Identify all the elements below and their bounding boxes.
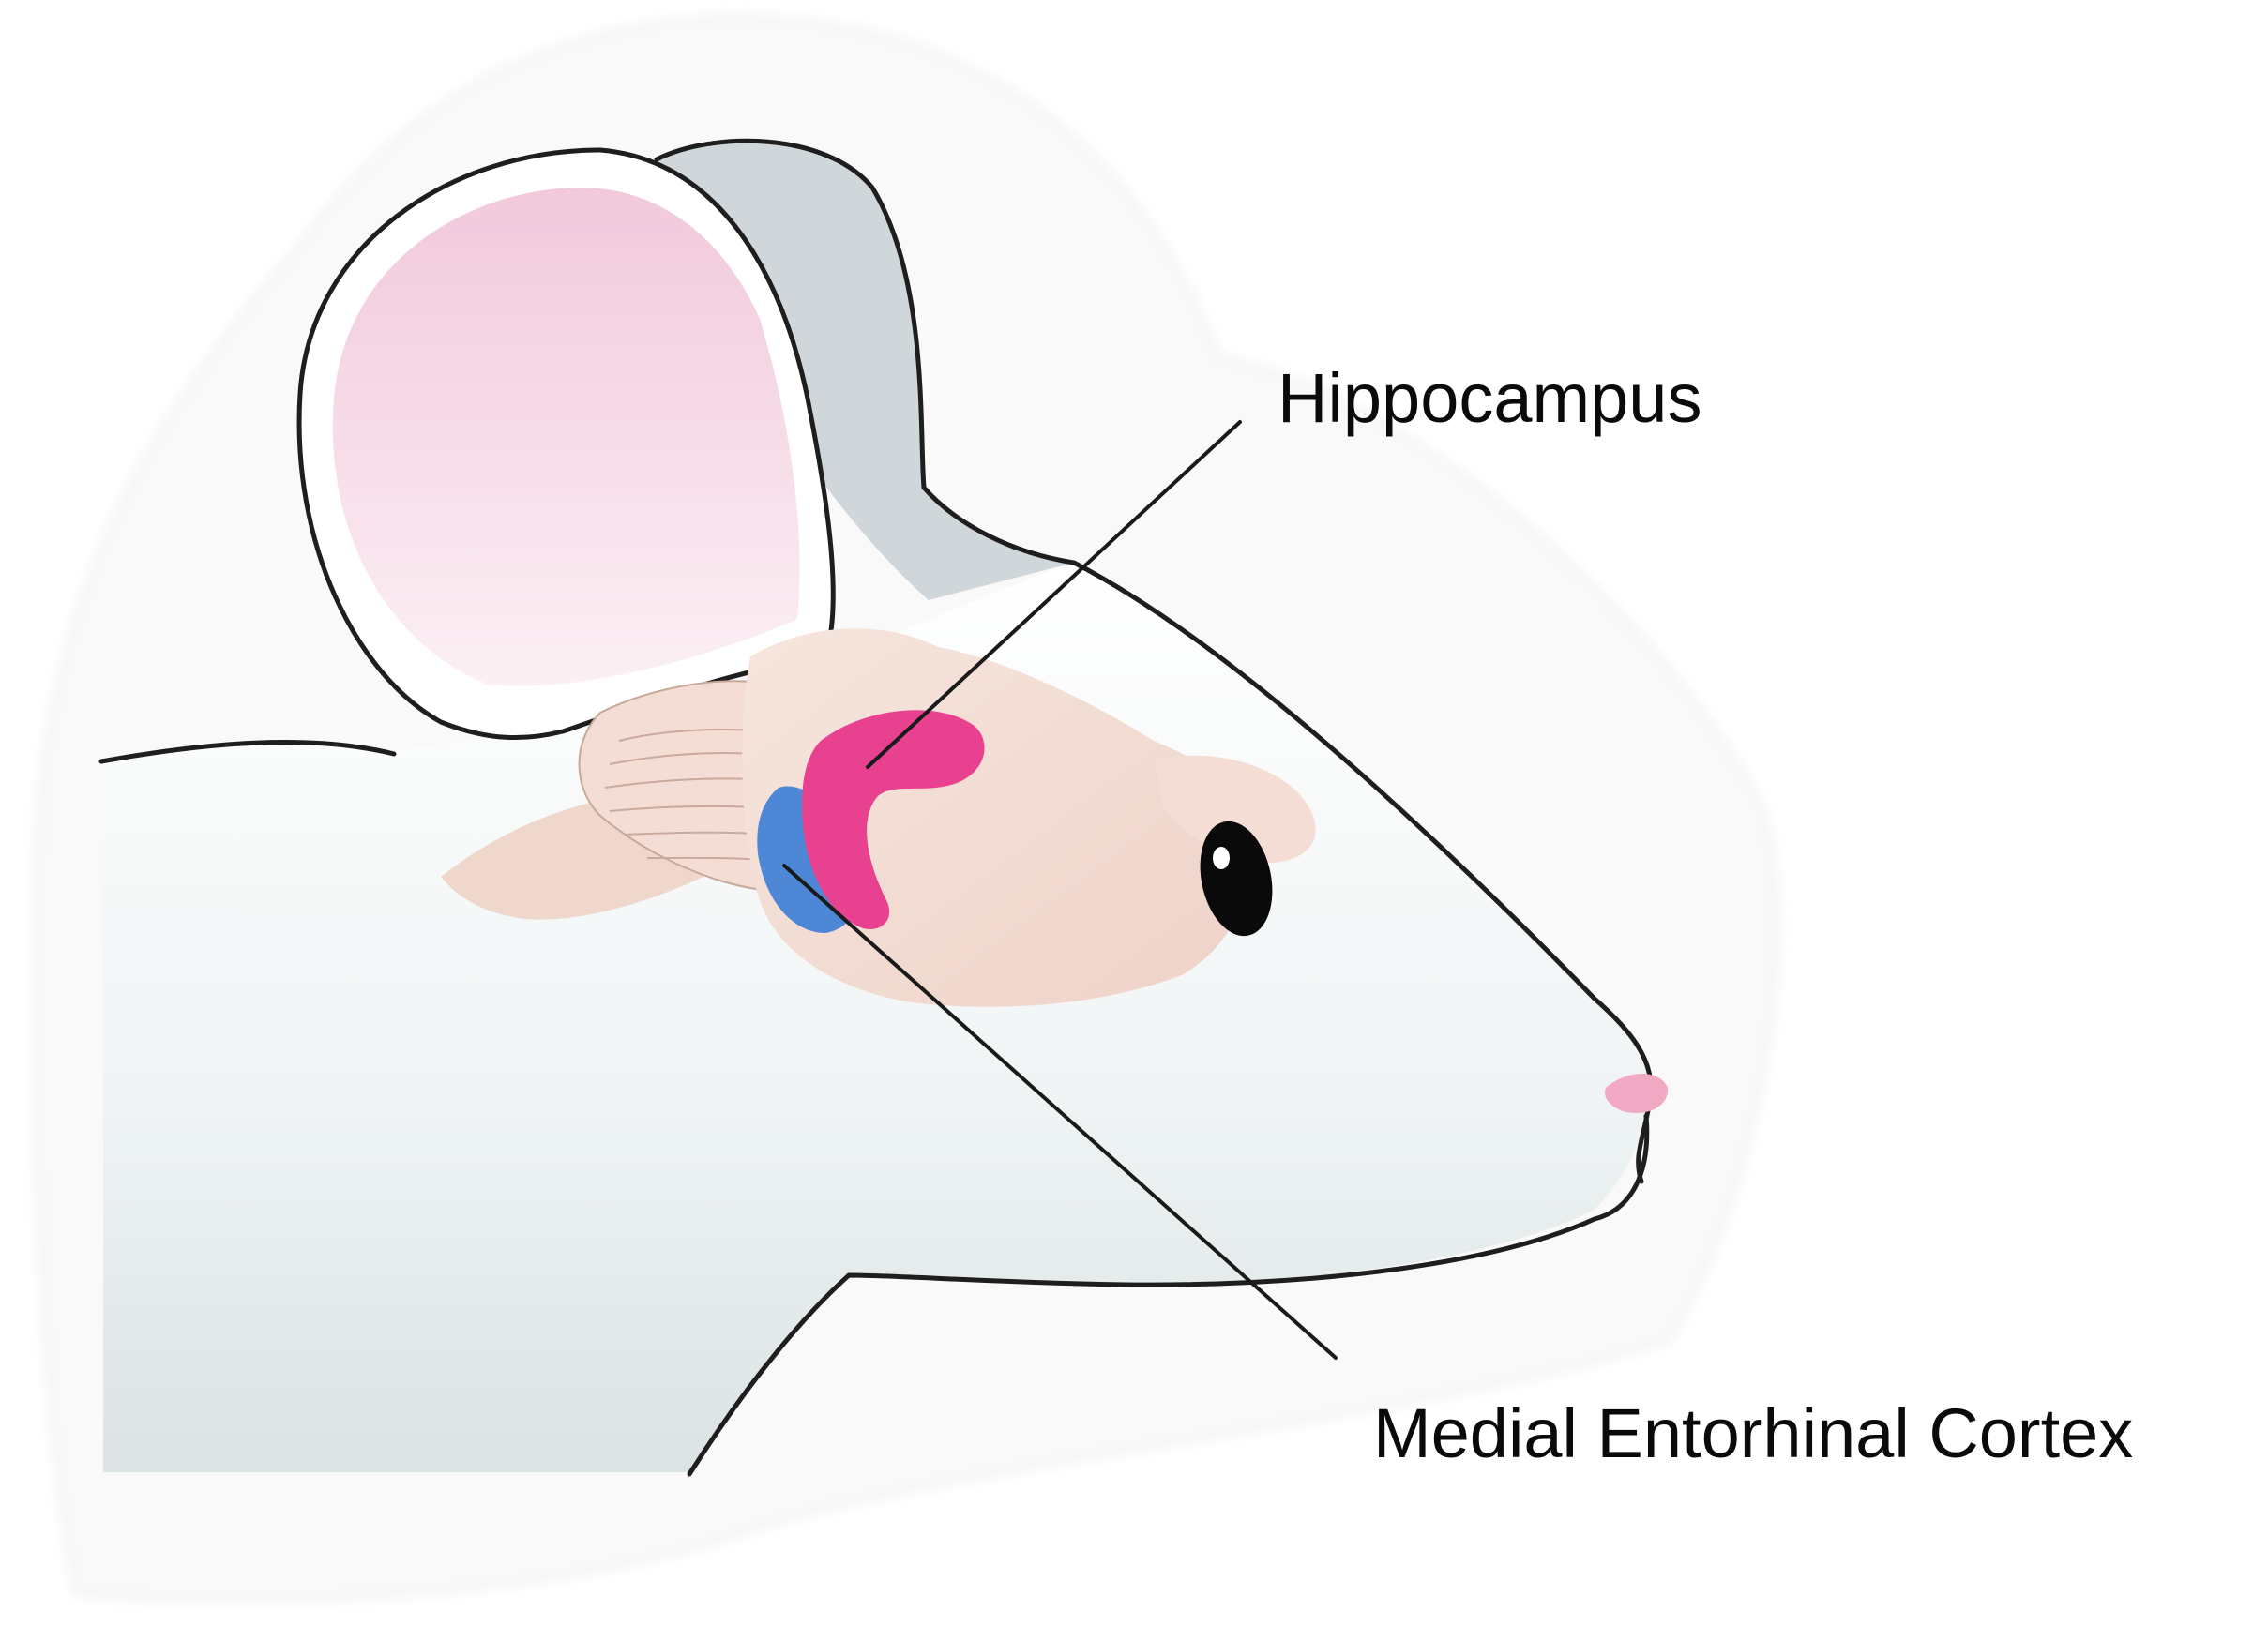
eye-highlight [1213,847,1230,869]
medial-entorhinal-cortex-label: Medial Entorhinal Cortex [1373,1399,2133,1468]
hippocampus-label: Hippocampus [1278,364,1701,433]
